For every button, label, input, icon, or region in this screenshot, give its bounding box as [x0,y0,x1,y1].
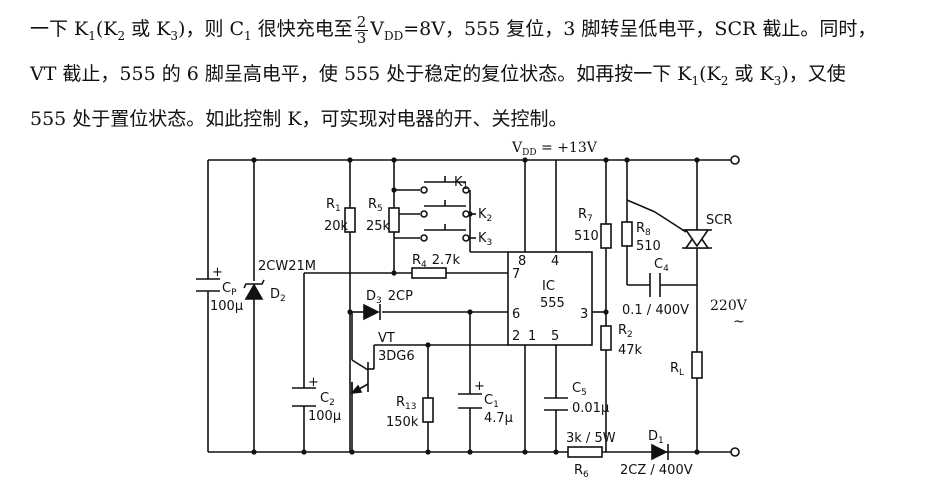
resistor-r1-symbol [344,207,356,233]
diode-d1-symbol [651,443,669,461]
resistor-rl-symbol [691,351,703,379]
zener-diode-d2-symbol [243,279,265,300]
r1-value: 20k [324,219,349,234]
svg-text:+: + [308,375,319,390]
pin-4-label: 4 [551,254,559,269]
r13-label: R13 [396,395,417,412]
k1-label: K1 [454,175,468,192]
push-switches-k1-k3 [420,176,470,242]
ic-value: 555 [540,296,565,311]
pin-5-label: 5 [551,329,559,344]
c5-label: C5 [572,381,587,398]
d1-label: D1 [648,429,664,446]
vdd-label: VDD = +13V [511,140,598,158]
transistor-vt-symbol [350,312,374,395]
r5-value: 25k [366,219,391,234]
c1-label: C1 [484,393,499,410]
ac-voltage-label: 220V [710,298,748,314]
capacitor-c1-symbol [458,393,482,409]
rl-label: RL [670,361,684,378]
scr-symbol [682,229,712,249]
resistor-r4-symbol [411,267,447,279]
cp-value: 100μ [210,299,243,314]
capacitor-c5-symbol [544,397,568,411]
scr-label: SCR [706,213,732,228]
d1-value: 2CZ / 400V [620,463,693,478]
svg-text:+: + [212,265,223,280]
r2-label: R2 [618,323,633,340]
pin-6-label: 6 [512,307,520,322]
capacitor-c4-symbol [649,273,661,297]
svg-text:+: + [474,379,485,394]
k3-label: K3 [478,231,492,248]
c2-label: C2 [320,391,335,408]
resistor-r2-symbol [600,325,612,351]
r8-value: 510 [636,239,661,254]
c4-value: 0.1 / 400V [622,303,689,318]
r5-label: R5 [368,197,383,214]
r6-spec: 3k / 5W [566,431,616,446]
capacitor-cp-symbol [196,267,220,303]
r7-value: 510 [574,229,599,244]
k2-label: K2 [478,207,492,224]
cp-label: CP [222,281,237,298]
diode-d3-symbol [363,303,381,321]
resistor-r13-symbol [422,397,434,423]
r2-value: 47k [618,343,643,358]
d2-label: D2 [270,287,286,304]
c4-label: C4 [654,257,669,274]
zener-label: 2CW21M [258,259,316,274]
pin-3-label: 3 [580,307,588,322]
r7-label: R7 [578,207,593,224]
capacitor-c2-symbol [292,387,316,407]
r6-label: R6 [574,463,589,480]
c2-value: 100μ [308,409,341,424]
paragraph-line-3: 555 处于置位状态。如此控制 K，可实现对电器的开、关控制。 [30,107,568,130]
pin-2-label: 2 [512,329,520,344]
pin-1-label: 1 [528,329,536,344]
ac-symbol: ~ [733,314,745,330]
output-terminals [730,155,740,457]
resistor-r6-symbol [567,446,603,458]
r8-label: R8 [636,221,651,238]
vt-value: 3DG6 [378,349,415,364]
ic-label: IC [542,279,555,294]
pin-7-label: 7 [512,267,520,282]
vt-label: VT [378,331,395,346]
circuit-labels: VDD = +13V + CP 100μ 2CW21M D2 R1 20k R5… [210,140,748,480]
ic-555-box [507,251,593,346]
resistor-r8-symbol [621,221,633,247]
paragraph-line-2: VT 截止，555 的 6 脚呈高电平，使 555 处于稳定的复位状态。如再按一… [30,62,846,88]
pin-8-label: 8 [518,254,526,269]
resistor-r5-symbol [388,207,400,233]
r13-value: 150k [386,415,419,430]
c1-value: 4.7μ [484,411,513,426]
r1-label: R1 [326,197,341,214]
c5-value: 0.01μ [572,401,609,416]
resistor-r7-symbol [600,223,612,249]
